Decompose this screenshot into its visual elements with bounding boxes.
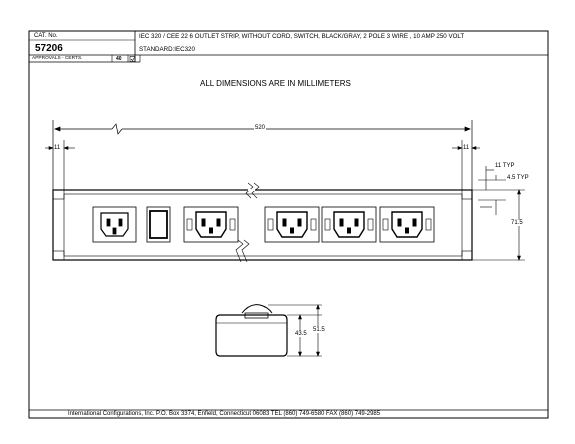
footer-address: International Configurations, Inc. P.O. … [68, 411, 381, 417]
dim-side-43-5-label: 43.5 [294, 331, 308, 337]
cat-number: 57206 [35, 43, 63, 54]
iec-outlet-2 [264, 206, 320, 243]
outlet-strip-front-view [52, 182, 473, 263]
dim-overall-label: 520 [254, 125, 267, 131]
dim-right [472, 166, 525, 261]
dim-4-5-typ-label: 4.5 TYP [507, 175, 529, 181]
iec-outlet-3 [321, 206, 377, 243]
iec-outlet-4 [379, 206, 435, 243]
dim-offsets [45, 140, 480, 190]
dim-side-51-5-label: 51.5 [312, 327, 326, 333]
approvals-value: 40 [116, 56, 122, 62]
approvals-label: APPROVALS - CERTS. [32, 56, 83, 61]
iec-outlet-1 [183, 206, 239, 243]
dim-overall [52, 120, 473, 190]
iec-inlet [92, 206, 137, 243]
rocker-switch [146, 206, 171, 243]
description: IEC 320 / CEE 22 6 OUTLET STRIP, WITHOUT… [139, 33, 465, 40]
dim-height-label: 71.5 [510, 220, 524, 226]
standard: STANDARD:IEC320 [139, 46, 195, 53]
dimensions-note: ALL DIMENSIONS ARE IN MILLIMETERS [200, 79, 351, 88]
dim-right-offset-label: 11 [463, 145, 470, 151]
sheet-border [28, 30, 549, 419]
dim-left-offset-label: 11 [54, 145, 61, 151]
cat-label: CAT. No. [34, 33, 58, 39]
dim-11-typ-label: 11 TYP [495, 163, 515, 169]
switch-side-view [215, 304, 288, 357]
outlets [183, 206, 435, 243]
